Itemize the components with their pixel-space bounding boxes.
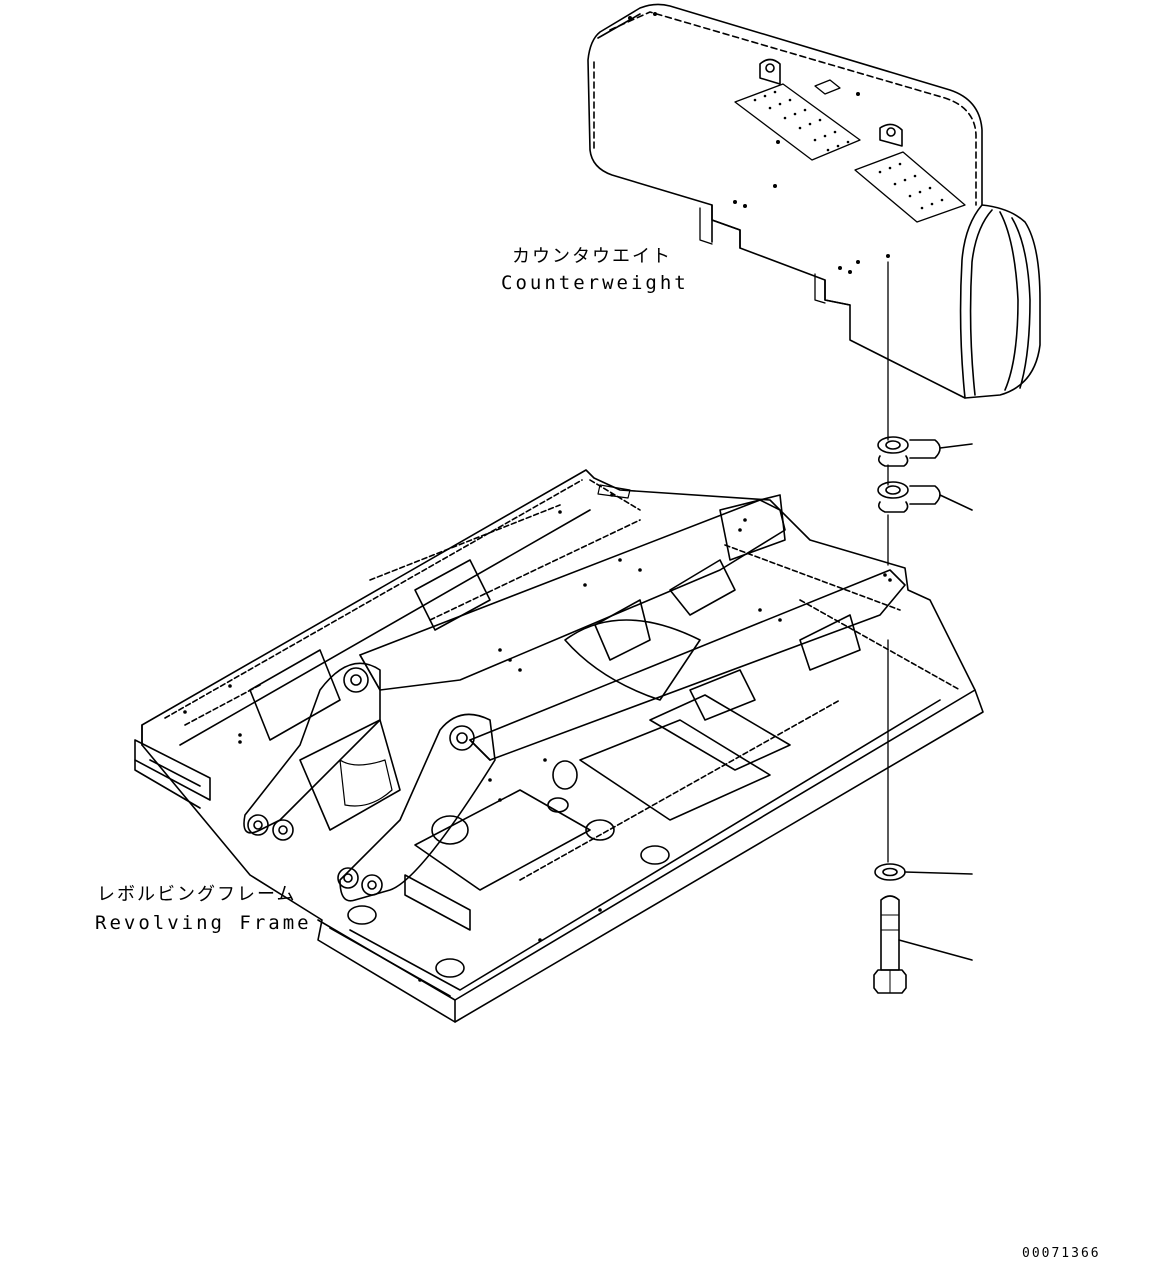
revolving-frame-part (134, 469, 984, 1023)
document-id: 00071366 (1022, 1246, 1101, 1261)
revolving-frame-label-en: Revolving Frame (95, 912, 312, 934)
mounting-hardware (873, 261, 973, 994)
counterweight-label-en: Counterweight (501, 272, 689, 294)
revolving-frame-label-jp: レボルビングフレーム (97, 884, 297, 905)
counterweight-part (587, 3, 1041, 399)
counterweight-label-jp: カウンタウエイト (512, 246, 672, 267)
